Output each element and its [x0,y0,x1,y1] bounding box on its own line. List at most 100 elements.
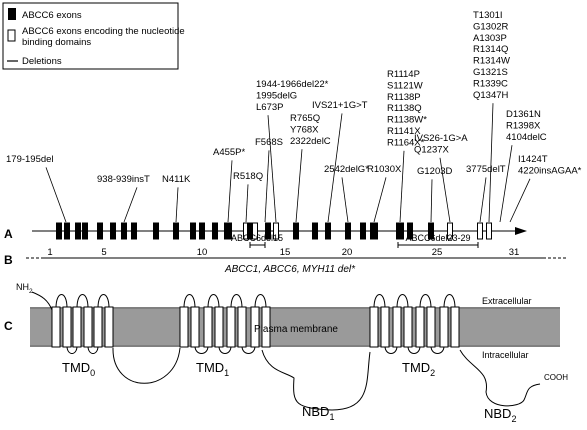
exon [97,222,103,240]
mutation-label: 1995delG [256,90,297,101]
extracellular-loop [396,294,409,309]
mutation-label: R1030X [367,164,402,175]
extracellular-label: Extracellular [482,296,532,306]
legend-label-deletions: Deletions [22,56,62,67]
intracellular-loop [241,345,256,354]
mutation-leader-line [175,187,179,223]
mutation-leader-line [227,160,233,223]
nbd-exon [477,222,483,240]
exon [370,222,378,240]
tmd1-label: TMD1 [196,360,229,378]
mutation-leader-line [399,150,405,223]
plasma-membrane-band [30,309,560,345]
exon [110,222,116,240]
exon [64,222,70,240]
exon [56,222,62,240]
panel-label-a: A [4,227,13,241]
mutation-label: 1944-1966del22* [256,79,329,90]
transmembrane-helix [214,306,224,348]
exon-number: 1 [47,247,52,258]
transmembrane-helix [369,306,379,348]
mutation-label: R1314Q [473,44,508,55]
mutation-label: G1321S [473,67,508,78]
mutation-label: R1138W* [387,115,427,126]
exon [360,222,366,240]
legend-swatch-filled-exon [8,8,16,20]
mutation-label: R1138Q [387,103,422,114]
legend: ABCC6 exons ABCC6 exons encoding the nuc… [2,2,185,70]
mutation-leader-line [245,184,249,223]
exon [325,222,331,240]
mutation-label: A1303P [473,33,507,44]
exon [293,222,299,240]
transmembrane-helix [72,306,82,348]
extracellular-loop [55,294,68,309]
mutation-label: IVS21+1G>T [312,100,368,111]
mutation-leader-line [439,157,451,223]
cooh-label: COOH [544,373,568,382]
nbd2-label: NBD2 [484,406,516,424]
mutation-label: R1164X* [387,137,425,148]
exon [224,222,232,240]
exon-track [56,222,492,240]
exon-number: 10 [197,247,208,258]
mutation-label: A455P* [213,147,246,158]
transmembrane-helix [403,306,413,348]
transmembrane-helix [226,306,236,348]
extracellular-loop [76,294,89,309]
mutation-label: G1302R [473,21,509,32]
mutation-label: Q1237X [414,144,450,155]
extracellular-loop [230,294,243,309]
legend-swatch-open-exon [7,29,16,42]
mutation-label: R1398X [506,120,541,131]
mutation-label: 938-939insT [97,174,150,185]
nbd1-loop [261,349,371,411]
mutation-leader-line [341,177,349,223]
tmd0-tmd1-linker [112,347,181,384]
transmembrane-loops [55,294,456,354]
exon-number: 15 [280,247,291,258]
intracellular-loop [218,345,232,354]
mutation-label: 179-195del [6,154,54,165]
exon [75,222,81,240]
nbd-exon [486,222,492,240]
nbd-exon [447,222,453,240]
mutation-label: N411K [162,174,191,185]
nbd-exon [273,222,279,240]
mutation-label: F568S [255,137,283,148]
mutation-leader-line [499,145,513,223]
gene-axis-arrowhead [515,227,527,235]
exon [428,222,434,240]
mutation-leader-line [123,187,138,223]
mutation-leader-line [267,115,277,223]
exon [265,222,271,240]
exon-number: 25 [432,247,443,258]
transmembrane-helix [439,306,449,348]
exon [121,222,127,240]
deletion-label-del23-29: ABCC6del23-29 [405,233,470,243]
mutation-label: 2542delG* [324,164,369,175]
transmembrane-helix [190,306,200,348]
transmembrane-helix [261,306,271,348]
panel-b-label: ABCC1, ABCC6, MYH11 del* [224,264,356,275]
transmembrane-helix [415,306,425,348]
membrane-topology: NH2 Plasma membrane Extracellular Intrac… [16,282,568,424]
mutation-label: 4220insAGAA* [518,165,582,176]
legend-label-exons: ABCC6 exons [22,10,82,21]
mutation-label: Y768X [290,124,319,135]
extracellular-loop [443,294,456,309]
exon [131,222,137,240]
panel-label-c: C [4,319,13,333]
mutation-label: L673P [256,102,283,113]
mutation-label: R1339C [473,78,508,89]
transmembrane-helix [237,306,247,348]
extracellular-loop [183,294,196,309]
exon [345,222,351,240]
exon [82,222,88,240]
legend-frame [2,2,179,70]
deletion-markers: ABCC6del15 ABCC6del23-29 [231,233,479,248]
exon-number: 20 [342,247,353,258]
transmembrane-helix [250,306,260,348]
